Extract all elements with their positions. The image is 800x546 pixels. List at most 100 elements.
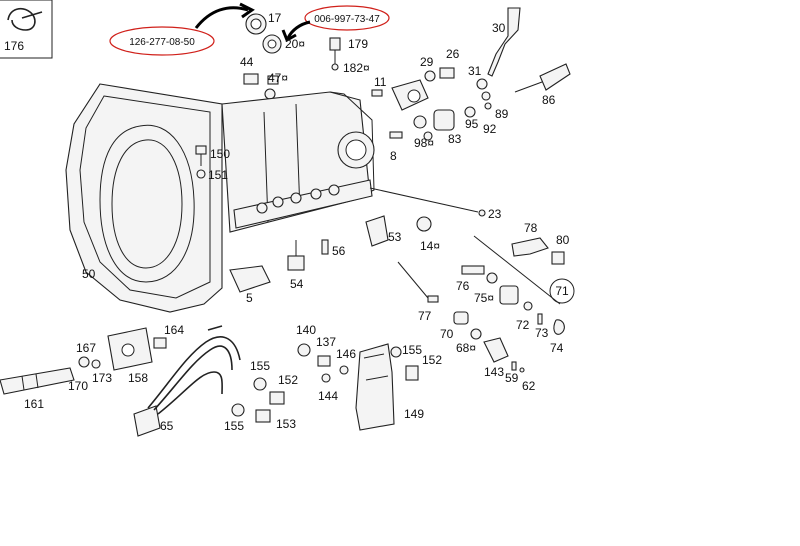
callout-68: 68¤ xyxy=(456,341,476,355)
callout-149: 144 xyxy=(318,389,338,403)
callout-70: 70 xyxy=(440,327,454,341)
callout-152-left: 152 xyxy=(278,373,298,387)
callout-77: 77 xyxy=(418,309,432,323)
part-number-left: 126-277-08-50 xyxy=(129,37,195,48)
callout-140: 140 xyxy=(296,323,316,337)
arrow-to-part-20 xyxy=(281,20,311,43)
callout-161: 161 xyxy=(24,397,44,411)
callout-53: 53 xyxy=(388,230,402,244)
callout-31: 31 xyxy=(468,64,482,78)
part-53-filter: 53 14¤ xyxy=(365,215,440,253)
arrow-to-part-17 xyxy=(194,2,255,29)
callout-14: 14¤ xyxy=(420,239,440,253)
part-17-seal: 17 xyxy=(245,11,282,35)
callout-151: 151 xyxy=(208,168,228,182)
part-30-lever: 30 xyxy=(487,7,521,77)
callout-65: 62 xyxy=(522,379,536,393)
callout-30: 30 xyxy=(492,21,506,35)
callout-176: 176 xyxy=(4,39,24,53)
part-143-bracket: 149 xyxy=(355,343,424,431)
callout-59: 143 xyxy=(484,365,504,379)
callout-95: 95 xyxy=(465,117,479,131)
callout-164: 164 xyxy=(164,323,184,337)
leader-group-right xyxy=(473,235,561,305)
callout-78: 78 xyxy=(524,221,538,235)
part-72-73-74: 72 73 74 xyxy=(516,301,565,355)
callout-83: 83 xyxy=(448,132,462,146)
part-140-137: 140 137 146 144 xyxy=(296,323,356,403)
part-144-harness: 65 xyxy=(133,325,241,437)
callout-150: 150 xyxy=(210,147,230,161)
part-29-26: 29 26 xyxy=(420,47,460,82)
callout-144: 65 xyxy=(160,419,174,433)
callout-155-left-top: 155 xyxy=(250,359,270,373)
callout-143: 149 xyxy=(404,407,424,421)
callout-11: 11 xyxy=(374,75,387,89)
callout-155-left-bottom: 155 xyxy=(224,419,244,433)
callout-54: 5 xyxy=(246,291,253,305)
callout-71: 71 xyxy=(555,284,569,298)
inset-box-176: 176 xyxy=(0,0,53,59)
callout-182: 182¤ xyxy=(343,61,370,75)
callout-153: 153 xyxy=(276,417,296,431)
part-158-valve: 158 164 xyxy=(107,323,184,385)
callout-89: 89 xyxy=(495,107,509,121)
part-31: 31 89 92 95 xyxy=(464,64,509,136)
callout-62: 59 xyxy=(505,371,519,385)
callout-80: 80 xyxy=(556,233,570,247)
callout-44: 44 xyxy=(240,55,254,69)
callout-170: 170 xyxy=(68,379,88,393)
callout-56: 56 xyxy=(332,244,346,258)
callout-98: 98¤ xyxy=(414,136,434,150)
transmission-housing: 50 xyxy=(65,83,375,313)
part-70-68: 70 68¤ xyxy=(440,311,482,355)
part-governor-housing: 83 98¤ 8 xyxy=(389,79,462,163)
callout-50: 54 xyxy=(290,277,304,291)
part-155-152-right: 155 152 xyxy=(390,343,442,381)
part-56-plug: 56 xyxy=(321,239,346,258)
callout-74: 74 xyxy=(550,341,564,355)
part-150-bolt: 150 151 xyxy=(195,145,230,182)
part-155-152-153-left: 155 152 155 153 xyxy=(224,359,298,433)
callout-71-circle: 71 xyxy=(549,278,575,304)
callout-20: 20¤ xyxy=(285,37,305,51)
callout-158: 158 xyxy=(128,371,148,385)
callout-179: 179 xyxy=(348,37,368,51)
callout-47: 47¤ xyxy=(268,71,288,85)
callout-76: 76 xyxy=(456,279,470,293)
part-179-bolt: 179 182¤ xyxy=(329,37,370,75)
callout-17: 17 xyxy=(268,11,282,25)
part-161-shaft: 161 xyxy=(0,367,75,411)
part-77-pin: 77 xyxy=(397,261,439,323)
part-20-ring: 20¤ xyxy=(262,34,305,54)
callout-86: 86 xyxy=(542,93,556,107)
callout-152-right: 152 xyxy=(422,353,442,367)
part-59-62-65: 143 59 62 xyxy=(483,337,536,393)
callout-26: 26 xyxy=(446,47,460,61)
part-number-left-oval: 126-277-08-50 xyxy=(109,26,215,56)
leader-23 xyxy=(369,187,479,213)
callout-72: 72 xyxy=(516,318,530,332)
callout-75: 75¤ xyxy=(474,291,494,305)
part-number-right-oval: 006-997-73-47 xyxy=(304,5,390,31)
callout-92: 92 xyxy=(483,122,497,136)
callout-5: 50 xyxy=(82,267,96,281)
callout-29: 29 xyxy=(420,55,434,69)
part-167-170-173: 167 170 173 xyxy=(68,341,112,393)
callout-173: 173 xyxy=(92,371,112,385)
callout-8: 8 xyxy=(390,149,397,163)
part-54-bracket: 5 xyxy=(229,265,271,305)
callout-23: 23 xyxy=(488,207,502,221)
callout-137: 137 xyxy=(316,335,336,349)
part-50-sensor: 54 xyxy=(287,240,305,291)
part-number-right: 006-997-73-47 xyxy=(314,14,380,25)
part-44-plug: 44 xyxy=(240,55,276,100)
callout-155-right: 155 xyxy=(402,343,422,357)
part-76-75-assembly: 76 75¤ xyxy=(456,265,519,305)
callout-146: 146 xyxy=(336,347,356,361)
callout-73: 73 xyxy=(535,326,549,340)
callout-167: 167 xyxy=(76,341,96,355)
part-11-pin: 11 xyxy=(371,75,387,97)
part-47: 47¤ xyxy=(267,71,288,85)
